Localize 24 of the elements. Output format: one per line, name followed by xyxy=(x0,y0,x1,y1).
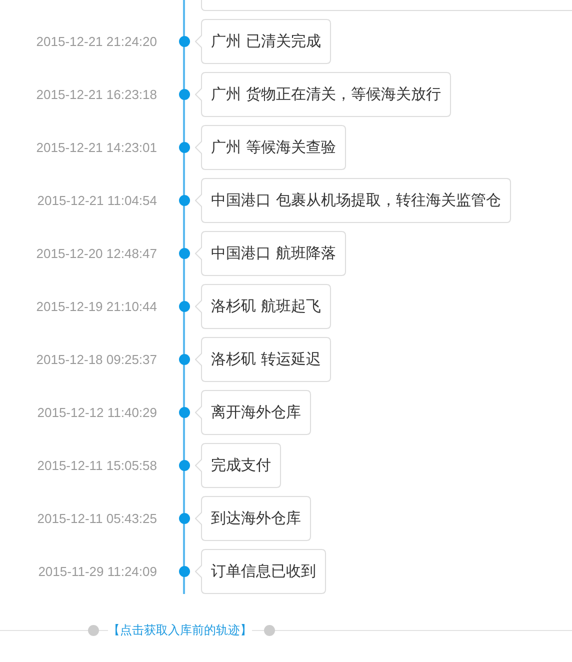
timestamp: 2015-12-18 09:25:37 xyxy=(36,352,157,368)
timestamp: 2015-11-29 11:24:09 xyxy=(38,564,157,580)
timestamp: 2015-12-21 21:24:20 xyxy=(36,34,157,50)
timestamp: 2015-12-21 14:23:01 xyxy=(36,140,157,156)
timestamp: 2015-12-20 12:48:47 xyxy=(36,246,157,262)
speech-bubble: 广州 已清关完成 xyxy=(195,19,331,64)
speech-bubble: 中国港口 航班降落 xyxy=(195,231,346,276)
speech-bubble: 订单信息已收到 xyxy=(195,549,326,594)
timestamp: 2015-12-11 15:05:58 xyxy=(37,458,157,474)
speech-bubble: 广州 等候海关查验 xyxy=(195,125,346,170)
speech-bubble: 完成支付 xyxy=(195,443,281,488)
speech-bubble: 广州 货物正在清关，等候海关放行 xyxy=(195,72,451,117)
speech-bubble: 离开海外仓库 xyxy=(195,390,311,435)
timestamp: 2015-12-11 05:43:25 xyxy=(37,510,157,526)
speech-bubble: 洛杉矶 航班起飞 xyxy=(195,284,331,329)
timestamp: 2015-12-21 11:04:54 xyxy=(37,192,157,208)
speech-bubble: 洛杉矶 转运延迟 xyxy=(195,337,331,382)
timestamp: 2015-12-21 16:23:18 xyxy=(36,86,157,102)
link-text: 【点击获取入库前的轨迹】 xyxy=(108,622,252,638)
timestamp: 2015-12-12 11:40:29 xyxy=(37,404,157,420)
bubble-box xyxy=(201,0,572,11)
speech-bubble: 到达海外仓库 xyxy=(195,496,311,541)
timestamp: 2015-12-19 21:10:44 xyxy=(36,298,157,314)
speech-bubble: 中国港口 包裹从机场提取，转往海关监管仓 xyxy=(195,178,511,223)
